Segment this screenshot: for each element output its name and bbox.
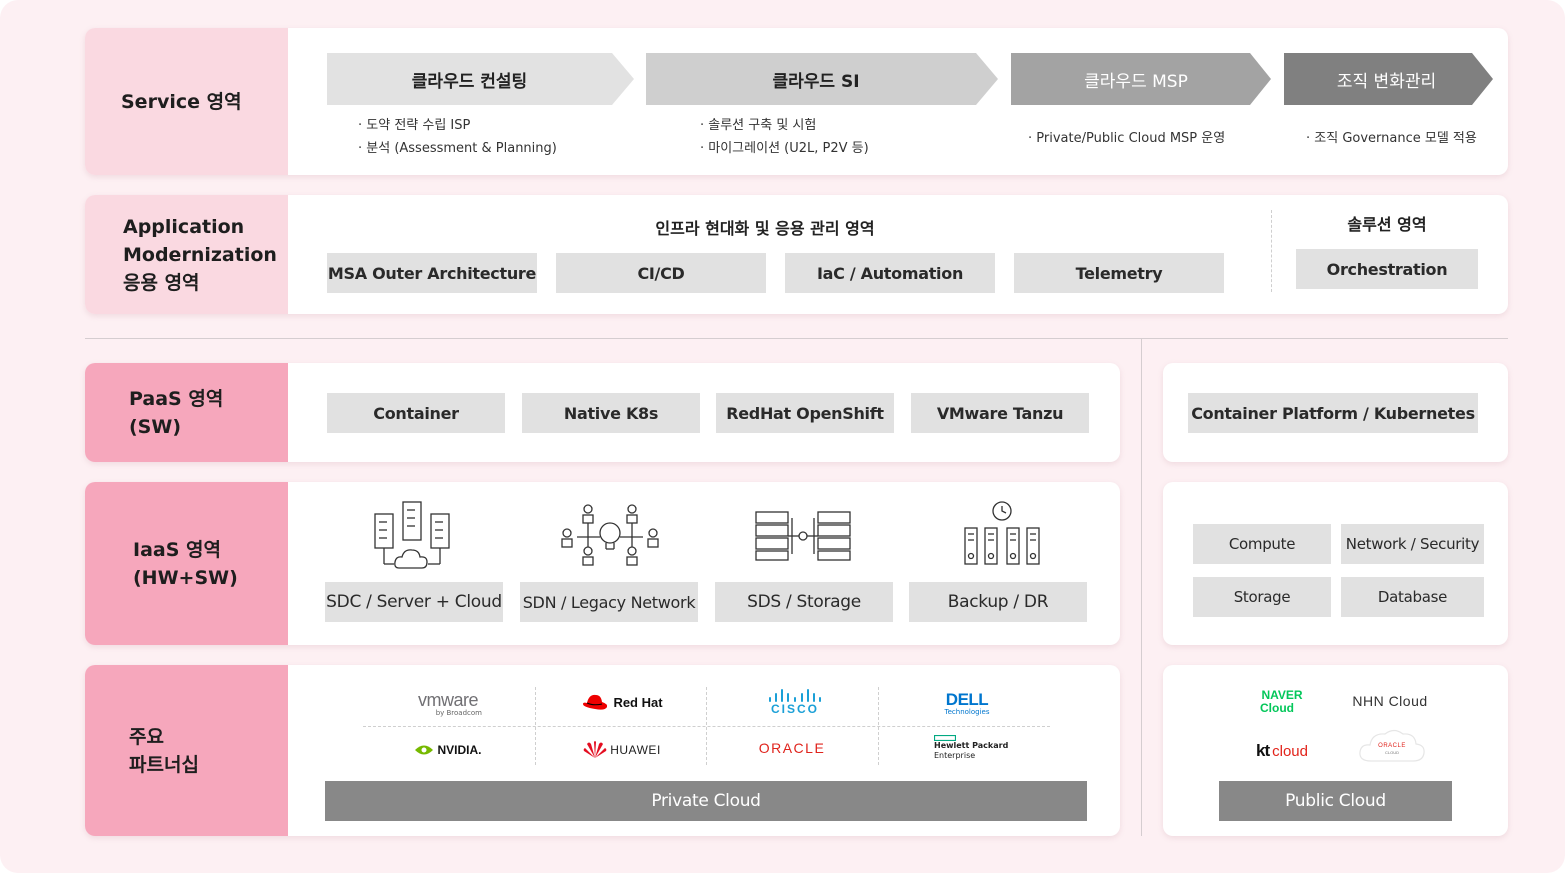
iaas-item-sds: SDS / Storage [715, 582, 893, 622]
cisco-bars-icon [769, 689, 821, 702]
oracle-cloud-text-wrap: ORACLE CLOUD [1378, 742, 1406, 756]
dell-logo-sub: Technologies [944, 708, 990, 716]
public-cloud-bar: Public Cloud [1219, 781, 1452, 821]
nvidia-logo: NVIDIA. [404, 740, 492, 760]
cisco-logo-text: CISCO [770, 702, 819, 716]
naver-cloud-logo: NAVER Cloud [1248, 688, 1316, 716]
infra-item-cicd: CI/CD [556, 253, 766, 293]
oracle-cloud-shape-icon [1359, 729, 1425, 762]
iaas-item-backup: Backup / DR [909, 582, 1087, 622]
partners-label: 주요 파트너십 [85, 665, 288, 836]
cisco-logo: CISCO [750, 686, 840, 718]
oracle-cloud-text-2: CLOUD [1384, 750, 1399, 755]
oracle-logo-text: ORACLE [758, 740, 826, 756]
nhn-cloud-text: NHN Cloud [1352, 693, 1428, 709]
service-step-3-bullet-1: · Private/Public Cloud MSP 운영 [1028, 131, 1226, 146]
hpe-logo-text-1: Hewlett Packard [934, 741, 1009, 750]
vmware-logo: vmware by Broadcom [400, 688, 496, 720]
paas-label: PaaS 영역 (SW) [85, 363, 288, 462]
paas-item-openshift: RedHat OpenShift [716, 393, 894, 433]
iaas-public-compute: Compute [1193, 524, 1331, 564]
appmod-label: Application Modernization 응용 영역 [85, 195, 288, 314]
hpe-logo: Hewlett Packard Enterprise [934, 733, 1008, 763]
iaas-public-database: Database [1341, 577, 1484, 617]
huawei-logo: HUAWEI [576, 739, 668, 761]
huawei-petal-icon [583, 741, 607, 758]
naver-cloud-text-1: NAVER [1261, 688, 1303, 702]
storage-icon [755, 511, 851, 561]
nvidia-logo-text: NVIDIA. [437, 743, 482, 757]
kt-cloud-text-1: kt [1256, 741, 1270, 760]
iaas-label: IaaS 영역 (HW+SW) [85, 482, 288, 645]
infra-item-telemetry: Telemetry [1014, 253, 1224, 293]
redhat-hat-icon [583, 694, 608, 710]
backup-icon [964, 501, 1040, 565]
service-step-1-title: 클라우드 컨설팅 [411, 71, 528, 92]
logo-grid-vline-1 [535, 687, 536, 765]
solution-item-orchestration: Orchestration [1296, 249, 1478, 289]
paas-public-item: Container Platform / Kubernetes [1188, 393, 1478, 433]
kt-cloud-text-2: cloud [1272, 742, 1308, 760]
dell-logo-text: DELL [945, 690, 989, 709]
network-bulb-icon [561, 504, 659, 566]
private-cloud-bar: Private Cloud [325, 781, 1087, 821]
redhat-logo-text: Red Hat [613, 694, 663, 710]
vmware-logo-text: vmware [417, 689, 479, 710]
service-step-3-title: 클라우드 MSP [1084, 71, 1188, 92]
hpe-logo-text-2: Enterprise [934, 751, 976, 760]
paas-item-k8s: Native K8s [522, 393, 700, 433]
iaas-item-sdn: SDN / Legacy Network [520, 582, 698, 622]
logo-grid-vline-3 [878, 687, 879, 765]
infra-heading: 인프라 현대화 및 응용 관리 영역 [655, 219, 875, 238]
service-step-2-title: 클라우드 SI [772, 71, 860, 92]
iaas-public-network: Network / Security [1341, 524, 1484, 564]
oracle-cloud-logo: ORACLE CLOUD [1357, 725, 1427, 765]
service-step-2-bullet-2: · 마이그레이션 (U2L, P2V 등) [700, 141, 869, 156]
iaas-item-sdc: SDC / Server + Cloud [325, 582, 503, 622]
section-separator [85, 338, 1508, 339]
infra-item-msa: MSA Outer Architecture [327, 253, 537, 293]
dell-logo: DELL Technologies [930, 689, 1004, 719]
service-label: Service 영역 [85, 28, 288, 175]
iaas-public-storage: Storage [1193, 577, 1331, 617]
server-cloud-icon [374, 501, 450, 569]
service-step-4-title: 조직 변화관리 [1336, 71, 1437, 92]
vmware-logo-sub: by Broadcom [435, 708, 482, 717]
oracle-logo: ORACLE [748, 738, 836, 758]
huawei-logo-text: HUAWEI [610, 743, 661, 757]
paas-item-container: Container [327, 393, 505, 433]
private-public-separator [1141, 338, 1142, 836]
infra-item-iac: IaC / Automation [785, 253, 995, 293]
nvidia-eye-icon [415, 745, 434, 755]
hpe-element-icon [934, 735, 956, 741]
service-step-1-bullet-2: · 분석 (Assessment & Planning) [358, 141, 557, 156]
naver-cloud-text-2: Cloud [1260, 701, 1294, 715]
solution-heading: 솔루션 영역 [1347, 215, 1427, 234]
redhat-logo: Red Hat [576, 688, 668, 716]
paas-item-tanzu: VMware Tanzu [911, 393, 1089, 433]
service-step-2-bullet-1: · 솔루션 구축 및 시험 [700, 118, 817, 133]
oracle-cloud-text-1: ORACLE [1378, 743, 1406, 749]
service-step-1-bullet-1: · 도약 전략 수립 ISP [358, 118, 471, 133]
logo-grid-vline-2 [706, 687, 707, 765]
service-step-4-bullet-1: · 조직 Governance 모델 적용 [1306, 131, 1477, 146]
appmod-divider [1271, 210, 1272, 292]
nhn-cloud-logo: NHN Cloud [1342, 690, 1438, 712]
kt-cloud-logo: kt cloud [1248, 739, 1316, 763]
